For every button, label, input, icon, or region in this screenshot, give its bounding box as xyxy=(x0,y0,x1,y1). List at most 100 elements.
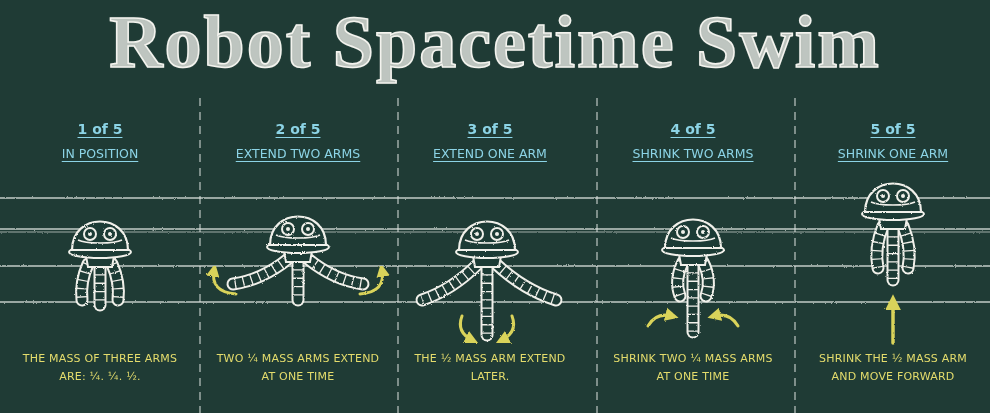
robot-arm xyxy=(903,226,909,268)
column-dividers xyxy=(200,98,795,413)
robot-arm xyxy=(481,266,494,335)
robot-arm xyxy=(887,228,900,280)
motion-arrow xyxy=(460,316,472,340)
arm-segment xyxy=(82,264,88,300)
robot-arm xyxy=(96,266,105,305)
step-caption-block: SHRINK TWO ¼ MASS ARMS AT ONE TIME xyxy=(609,350,777,385)
step-caption-block: SHRINK THE ½ MASS ARM AND MOVE FORWARD xyxy=(809,350,977,385)
motion-arrow xyxy=(213,270,236,294)
robot-arm xyxy=(292,261,305,300)
robot-arm xyxy=(422,264,478,300)
step-caption-block: THE ½ MASS ARM EXTEND LATER. xyxy=(406,350,574,385)
step-number: 1 of 5 xyxy=(78,121,123,137)
robot-arm xyxy=(94,266,107,305)
column-divider xyxy=(596,98,598,413)
step-caption: THE MASS OF THREE ARMS ARE: ¼. ¼. ½. xyxy=(16,350,184,385)
robot-arm xyxy=(233,259,288,284)
arm-segment xyxy=(95,266,106,305)
step-number: 2 of 5 xyxy=(276,121,321,137)
robot-arm xyxy=(703,262,708,296)
arm-segment xyxy=(233,259,288,284)
robot-arm xyxy=(294,261,303,300)
robot-head xyxy=(862,184,924,230)
step-number-block: 3 of 5 xyxy=(400,120,580,138)
motion-arrow xyxy=(714,315,738,326)
step-caption-block: THE MASS OF THREE ARMS ARE: ¼. ¼. ½. xyxy=(16,350,184,385)
step-name-block: SHRINK ONE ARM xyxy=(797,144,989,162)
column-divider xyxy=(794,98,796,413)
title: Robot Spacetime Swim xyxy=(109,4,881,82)
step-number-block: 5 of 5 xyxy=(803,120,983,138)
robot-arm xyxy=(112,264,118,300)
robots xyxy=(69,184,924,336)
motion-arrow xyxy=(891,302,895,343)
robot-arm xyxy=(112,264,118,300)
arm-segment xyxy=(482,266,493,335)
robot-arm xyxy=(687,264,700,332)
robot-arm xyxy=(82,264,88,300)
step-name: SHRINK ONE ARM xyxy=(838,146,948,161)
robot-arm xyxy=(689,264,698,332)
robot-arm xyxy=(483,266,492,335)
robot-arm xyxy=(678,262,683,296)
step-name-block: SHRINK TWO ARMS xyxy=(597,144,789,162)
robot-arm xyxy=(903,226,909,268)
arm-segment xyxy=(293,261,304,300)
robot-arm xyxy=(889,228,898,280)
robot-arm xyxy=(877,226,883,268)
robot-arm xyxy=(703,262,708,296)
step-number-block: 2 of 5 xyxy=(208,120,388,138)
step-name-block: IN POSITION xyxy=(4,144,196,162)
chalk-rule xyxy=(0,301,990,303)
robot-head xyxy=(267,217,329,263)
robot-arm xyxy=(877,226,883,268)
step-name-block: EXTEND ONE ARM xyxy=(394,144,586,162)
motion-arrows xyxy=(213,270,893,343)
column-divider xyxy=(199,98,201,413)
arm-segment xyxy=(903,226,909,268)
robot-arm xyxy=(308,259,363,284)
step-name-block: EXTEND TWO ARMS xyxy=(202,144,394,162)
chalk-rule xyxy=(0,197,990,199)
step-number: 5 of 5 xyxy=(871,121,916,137)
motion-arrow xyxy=(360,270,383,294)
arm-segment xyxy=(877,226,883,268)
robot-head xyxy=(69,222,131,268)
step-name: SHRINK TWO ARMS xyxy=(633,146,754,161)
arm-segment xyxy=(422,264,478,300)
robot-head xyxy=(456,222,518,268)
arm-segment xyxy=(496,264,556,300)
robot-arm xyxy=(82,264,88,300)
step-name: EXTEND ONE ARM xyxy=(433,146,547,161)
step-name: IN POSITION xyxy=(62,146,139,161)
step-number: 4 of 5 xyxy=(671,121,716,137)
robot-arm xyxy=(678,262,683,296)
robot-arm xyxy=(308,259,363,284)
motion-arrow xyxy=(502,316,514,340)
step-caption: SHRINK THE ½ MASS ARM AND MOVE FORWARD xyxy=(809,350,977,385)
step-caption-block: TWO ¼ MASS ARMS EXTEND AT ONE TIME xyxy=(214,350,382,385)
step-name: EXTEND TWO ARMS xyxy=(236,146,361,161)
step-number: 3 of 5 xyxy=(468,121,513,137)
arm-segment xyxy=(688,264,699,332)
step-caption: SHRINK TWO ¼ MASS ARMS AT ONE TIME xyxy=(609,350,777,385)
column-divider xyxy=(397,98,399,413)
robot-head xyxy=(662,220,724,266)
title-block: Robot Spacetime Swim xyxy=(0,4,990,82)
arm-segment xyxy=(678,262,683,296)
step-caption: TWO ¼ MASS ARMS EXTEND AT ONE TIME xyxy=(214,350,382,385)
arm-segment xyxy=(112,264,118,300)
robot-arm xyxy=(496,264,556,300)
motion-arrow xyxy=(648,315,672,326)
arm-segment xyxy=(308,259,363,284)
arm-segment xyxy=(703,262,708,296)
step-number-block: 4 of 5 xyxy=(603,120,783,138)
chalk-rules xyxy=(0,198,990,302)
step-caption: THE ½ MASS ARM EXTEND LATER. xyxy=(406,350,574,385)
robot-arm xyxy=(496,264,556,300)
step-number-block: 1 of 5 xyxy=(10,120,190,138)
arm-segment xyxy=(888,228,899,280)
robot-arm xyxy=(233,259,288,284)
